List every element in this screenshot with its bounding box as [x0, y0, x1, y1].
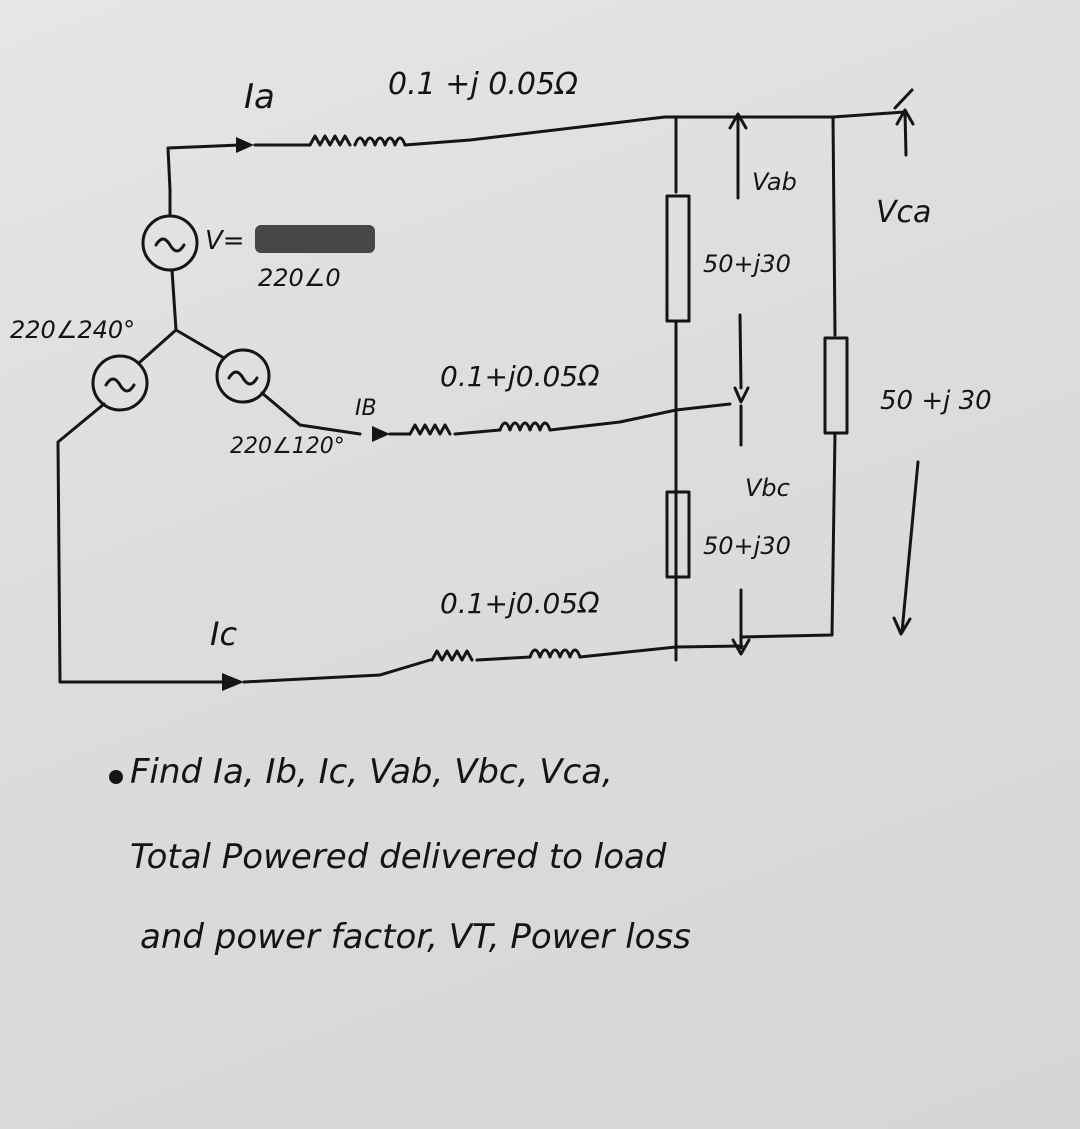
question-line-2: Total Powered delivered to load — [130, 837, 667, 877]
wire-c-source — [56, 402, 227, 684]
load-ab-resistor-icon — [665, 194, 691, 323]
source-b-ac-symbol — [227, 370, 259, 386]
question-line-3: and power factor, VT, Power loss — [140, 917, 691, 957]
wire-a-source — [166, 143, 242, 218]
source-c-ac-symbol — [104, 377, 136, 393]
source-a-ac-symbol — [154, 237, 186, 253]
wire-c-2 — [475, 655, 532, 662]
label-ia: Ia — [244, 77, 275, 117]
line-c-resistor-icon — [430, 649, 474, 662]
vab-arrow-icon — [728, 112, 748, 130]
terminal-a-icon — [893, 88, 914, 110]
line-a-resistor-icon — [308, 134, 352, 147]
wire-b-source — [260, 391, 362, 436]
label-ib: IB — [355, 396, 377, 421]
label-line-a-impedance: 0.1 +j 0.05Ω — [388, 67, 578, 102]
load-bc-resistor-icon — [665, 490, 691, 579]
label-vc-source: 220∠240° — [10, 316, 136, 344]
ic-arrow-icon — [222, 673, 244, 691]
source-b-icon — [215, 348, 271, 404]
vbc-upper-arrow-icon — [733, 386, 750, 404]
wire-b-2 — [453, 428, 502, 436]
vca-arrow-icon — [895, 108, 915, 126]
wire-b-load — [548, 402, 732, 432]
line-b-resistor-icon — [408, 423, 452, 436]
line-b-inductor-icon — [498, 421, 552, 432]
wye-neutral-c — [138, 268, 178, 364]
label-line-b-impedance: 0.1+j0.05Ω — [440, 360, 600, 393]
label-vab: Vab — [752, 168, 797, 196]
label-load-ca: 50 +j 30 — [880, 386, 992, 416]
scribble-icon — [255, 225, 375, 253]
line-c-inductor-icon — [528, 648, 582, 659]
vca-return-arrow-icon — [892, 616, 912, 636]
label-vca: Vca — [876, 195, 932, 230]
label-load-bc: 50+j30 — [703, 532, 791, 560]
label-vb-source: 220∠120° — [230, 434, 345, 459]
load-ca-resistor-icon — [823, 336, 849, 435]
wye-neutral-b — [174, 328, 226, 360]
vca-return-arrow-line — [900, 460, 920, 634]
question-line-1: Find Ia, Ib, Ic, Vab, Vbc, Vca, — [130, 752, 613, 792]
label-va: V= — [205, 226, 245, 256]
source-c-icon — [91, 354, 149, 412]
wire-c-1 — [242, 658, 432, 684]
ia-arrow-icon — [236, 137, 254, 153]
label-load-ab: 50+j30 — [703, 250, 791, 278]
ib-arrow-icon — [372, 426, 390, 442]
vca-arrow-line — [903, 110, 908, 157]
label-vbc: Vbc — [745, 474, 790, 502]
line-a-inductor-icon — [353, 136, 407, 147]
wire-c-load — [578, 644, 744, 659]
bullet-icon — [109, 770, 123, 784]
wire-a-top — [403, 110, 907, 147]
label-va-value: 220∠0 — [258, 264, 341, 292]
wire-ca-top — [831, 115, 837, 337]
label-line-c-impedance: 0.1+j0.05Ω — [440, 587, 600, 620]
label-ic: Ic — [210, 615, 238, 653]
wire-ca-bottom — [740, 431, 837, 639]
vbc-upper-line — [738, 313, 743, 390]
